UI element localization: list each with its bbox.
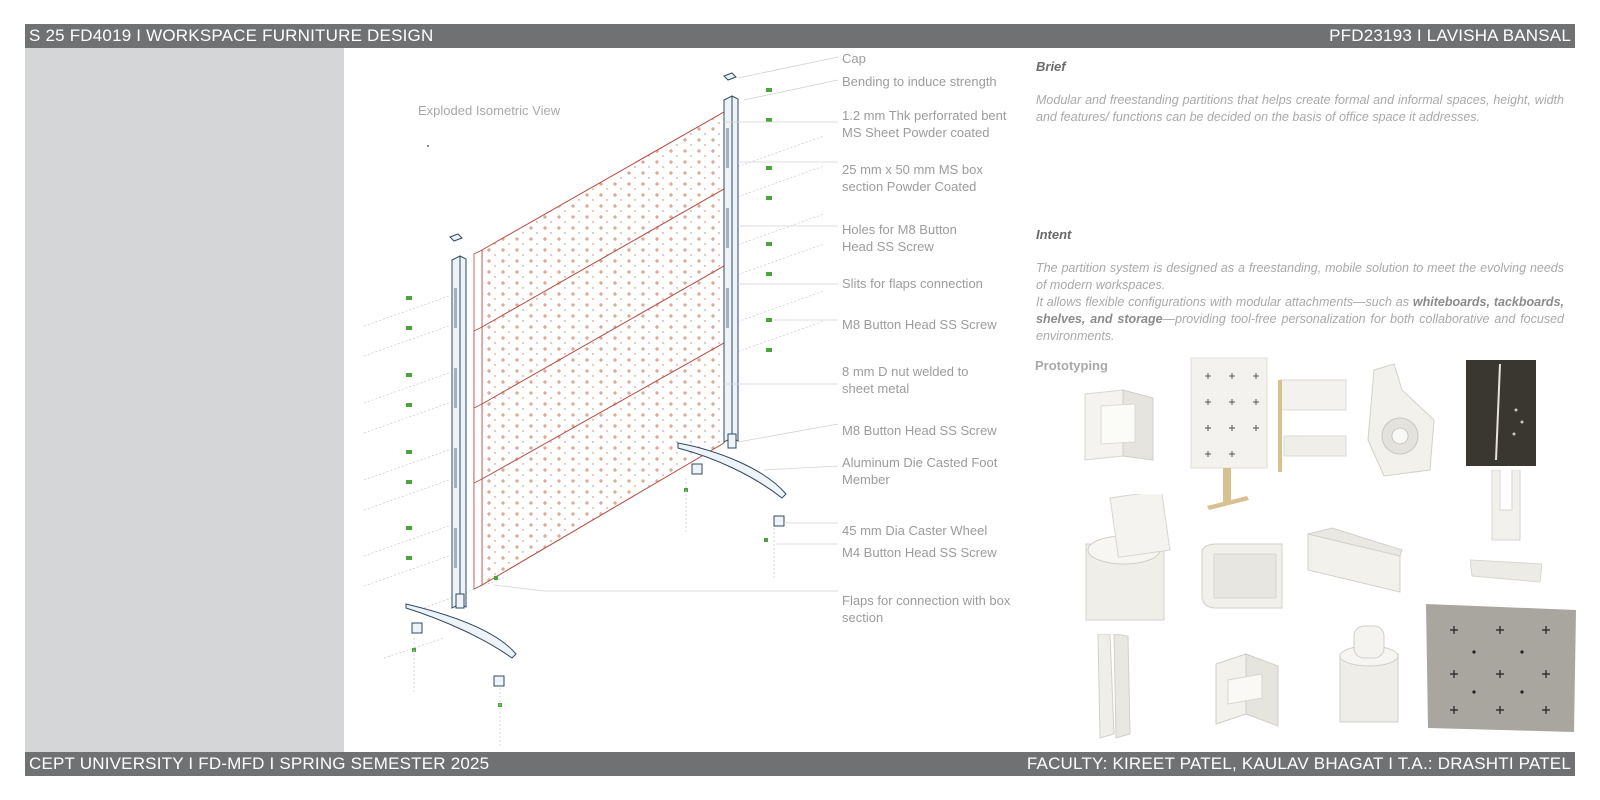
right-caster-1 (691, 463, 703, 475)
left-foot (405, 603, 517, 659)
left-caster-2 (493, 675, 505, 687)
brief-heading: Brief (1036, 59, 1066, 74)
callout-m4-screw: M4 Button Head SS Screw (842, 545, 997, 560)
construction-lines (363, 135, 825, 659)
brief-text: Modular and freestanding partitions that… (1036, 93, 1564, 124)
callout-cap: Cap (842, 51, 866, 66)
prototype-photo-box-cap (1085, 494, 1171, 621)
right-foot (677, 442, 787, 499)
intent-heading: Intent (1036, 227, 1072, 242)
university-semester: CEPT UNIVERSITY I FD-MFD I SPRING SEMEST… (29, 754, 490, 773)
prototype-photo-bracket (1084, 389, 1154, 461)
view-title: Exploded Isometric View (418, 103, 561, 118)
right-cap (723, 72, 737, 81)
prototype-photo-c-channel (1201, 543, 1283, 609)
callout-m8-screw-2: M8 Button Head SS Screw (842, 423, 997, 438)
footer-bar: CEPT UNIVERSITY I FD-MFD I SPRING SEMEST… (25, 752, 1575, 776)
prototype-photo-rail (1307, 527, 1403, 593)
student-id-name: PFD23193 I LAVISHA BANSAL (1329, 26, 1571, 45)
blank-panel (25, 48, 344, 752)
callout-slits: Slits for flaps connection (842, 276, 983, 291)
left-caster-1 (411, 622, 423, 634)
intent-text: The partition system is designed as a fr… (1036, 261, 1564, 343)
right-caster-2 (773, 515, 785, 527)
faculty-ta: FACULTY: KIREET PATEL, KAULAV BHAGAT I T… (1026, 754, 1571, 773)
panel-4 (473, 342, 725, 590)
prototype-photo-metal-sheet-dark (1466, 360, 1536, 466)
course-title: S 25 FD4019 I WORKSPACE FURNITURE DESIGN (29, 26, 434, 45)
perforated-panels (473, 111, 725, 590)
prototype-photo-vertical-profile (1097, 634, 1131, 739)
prototype-photo-shelf-frame (1278, 379, 1347, 472)
left-upright (405, 233, 517, 687)
prototype-photo-t-profile (1470, 470, 1542, 583)
caster-guides (413, 478, 775, 748)
exploded-isometric-drawing (363, 56, 839, 748)
callout-bending: Bending to induce strength (842, 74, 997, 89)
prototype-photo-tackboard (1190, 357, 1268, 510)
right-upright (677, 72, 787, 527)
callout-m8-screw-1: M8 Button Head SS Screw (842, 317, 997, 332)
leader-lines (493, 56, 839, 592)
prototype-photo-foot-joint (1367, 363, 1435, 477)
left-cap (449, 233, 463, 242)
marker-dot (427, 145, 429, 147)
prototyping-heading: Prototyping (1035, 358, 1108, 373)
prototype-photo-metal-sheet (1426, 604, 1576, 732)
prototype-photo-caster-housing (1339, 625, 1399, 723)
callout-caster: 45 mm Dia Caster Wheel (842, 523, 988, 538)
prototype-photo-joint-connector (1215, 653, 1279, 727)
header-bar: S 25 FD4019 I WORKSPACE FURNITURE DESIGN… (25, 24, 1575, 48)
